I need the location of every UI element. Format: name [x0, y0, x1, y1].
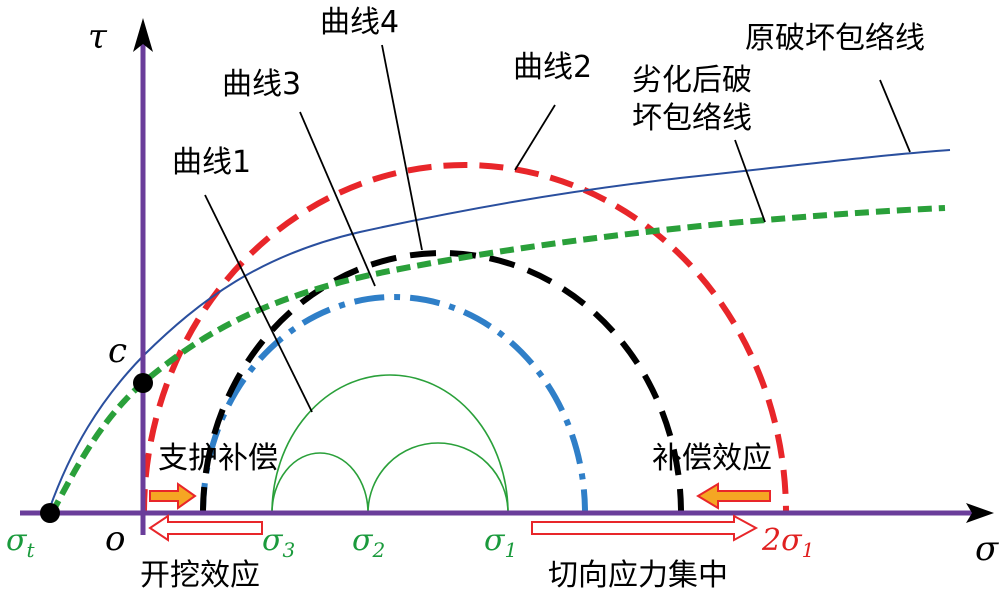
curve1-label: 曲线1 — [172, 145, 251, 180]
sigma-t-label: σt — [6, 523, 35, 562]
tensile-strength-point — [40, 503, 60, 523]
curve1-semicircle-left — [271, 452, 369, 514]
x-axis-label: σ — [975, 529, 999, 569]
degraded-envelope — [49, 205, 946, 515]
curve1-leader — [204, 194, 313, 413]
curve4-leader — [381, 44, 423, 251]
degraded-envelope-label-line1: 劣化后破 — [632, 63, 752, 98]
compensation-effect-label: 补偿效应 — [652, 441, 772, 476]
curve2-semicircle — [141, 162, 789, 514]
curve3-label: 曲线3 — [222, 67, 301, 102]
degraded-envelope-label-line2: 坏包络线 — [632, 101, 752, 136]
tangential-concentration-arrow — [531, 514, 759, 542]
cohesion-label: c — [108, 331, 127, 371]
curve4-label: 曲线4 — [320, 5, 399, 40]
two-sigma-1-label: 2σ1 — [761, 523, 814, 562]
origin-label: o — [105, 519, 125, 559]
degraded-envelope-leader — [734, 139, 766, 223]
excavation-effect-arrow — [148, 514, 263, 542]
curve2-leader — [514, 104, 556, 171]
original-envelope — [47, 149, 951, 514]
curve3-semicircle — [200, 294, 588, 514]
y-axis-arrowhead — [133, 18, 153, 52]
support-compensation-arrow — [149, 482, 197, 510]
y-axis-label: τ — [88, 17, 108, 57]
sigma-2-label: σ2 — [352, 523, 385, 562]
curve2-label: 曲线2 — [513, 50, 592, 85]
compensation-effect-arrow — [696, 482, 771, 510]
excavation-effect-label: 开挖效应 — [140, 558, 260, 593]
curve3-leader — [299, 111, 376, 287]
sigma-3-label: σ3 — [262, 523, 295, 562]
curve1-semicircle-large — [271, 374, 509, 514]
x-axis-arrowhead — [966, 503, 994, 523]
original-envelope-label: 原破坏包络线 — [745, 21, 925, 56]
cohesion-point — [133, 373, 153, 393]
curve4-semicircle — [200, 250, 684, 514]
sigma-1-label: σ1 — [484, 523, 517, 562]
support-compensation-label: 支护补偿 — [158, 441, 278, 476]
curve1-semicircle-right — [367, 442, 509, 514]
tangential-concentration-label: 切向应力集中 — [548, 558, 728, 593]
original-envelope-leader — [879, 79, 911, 153]
